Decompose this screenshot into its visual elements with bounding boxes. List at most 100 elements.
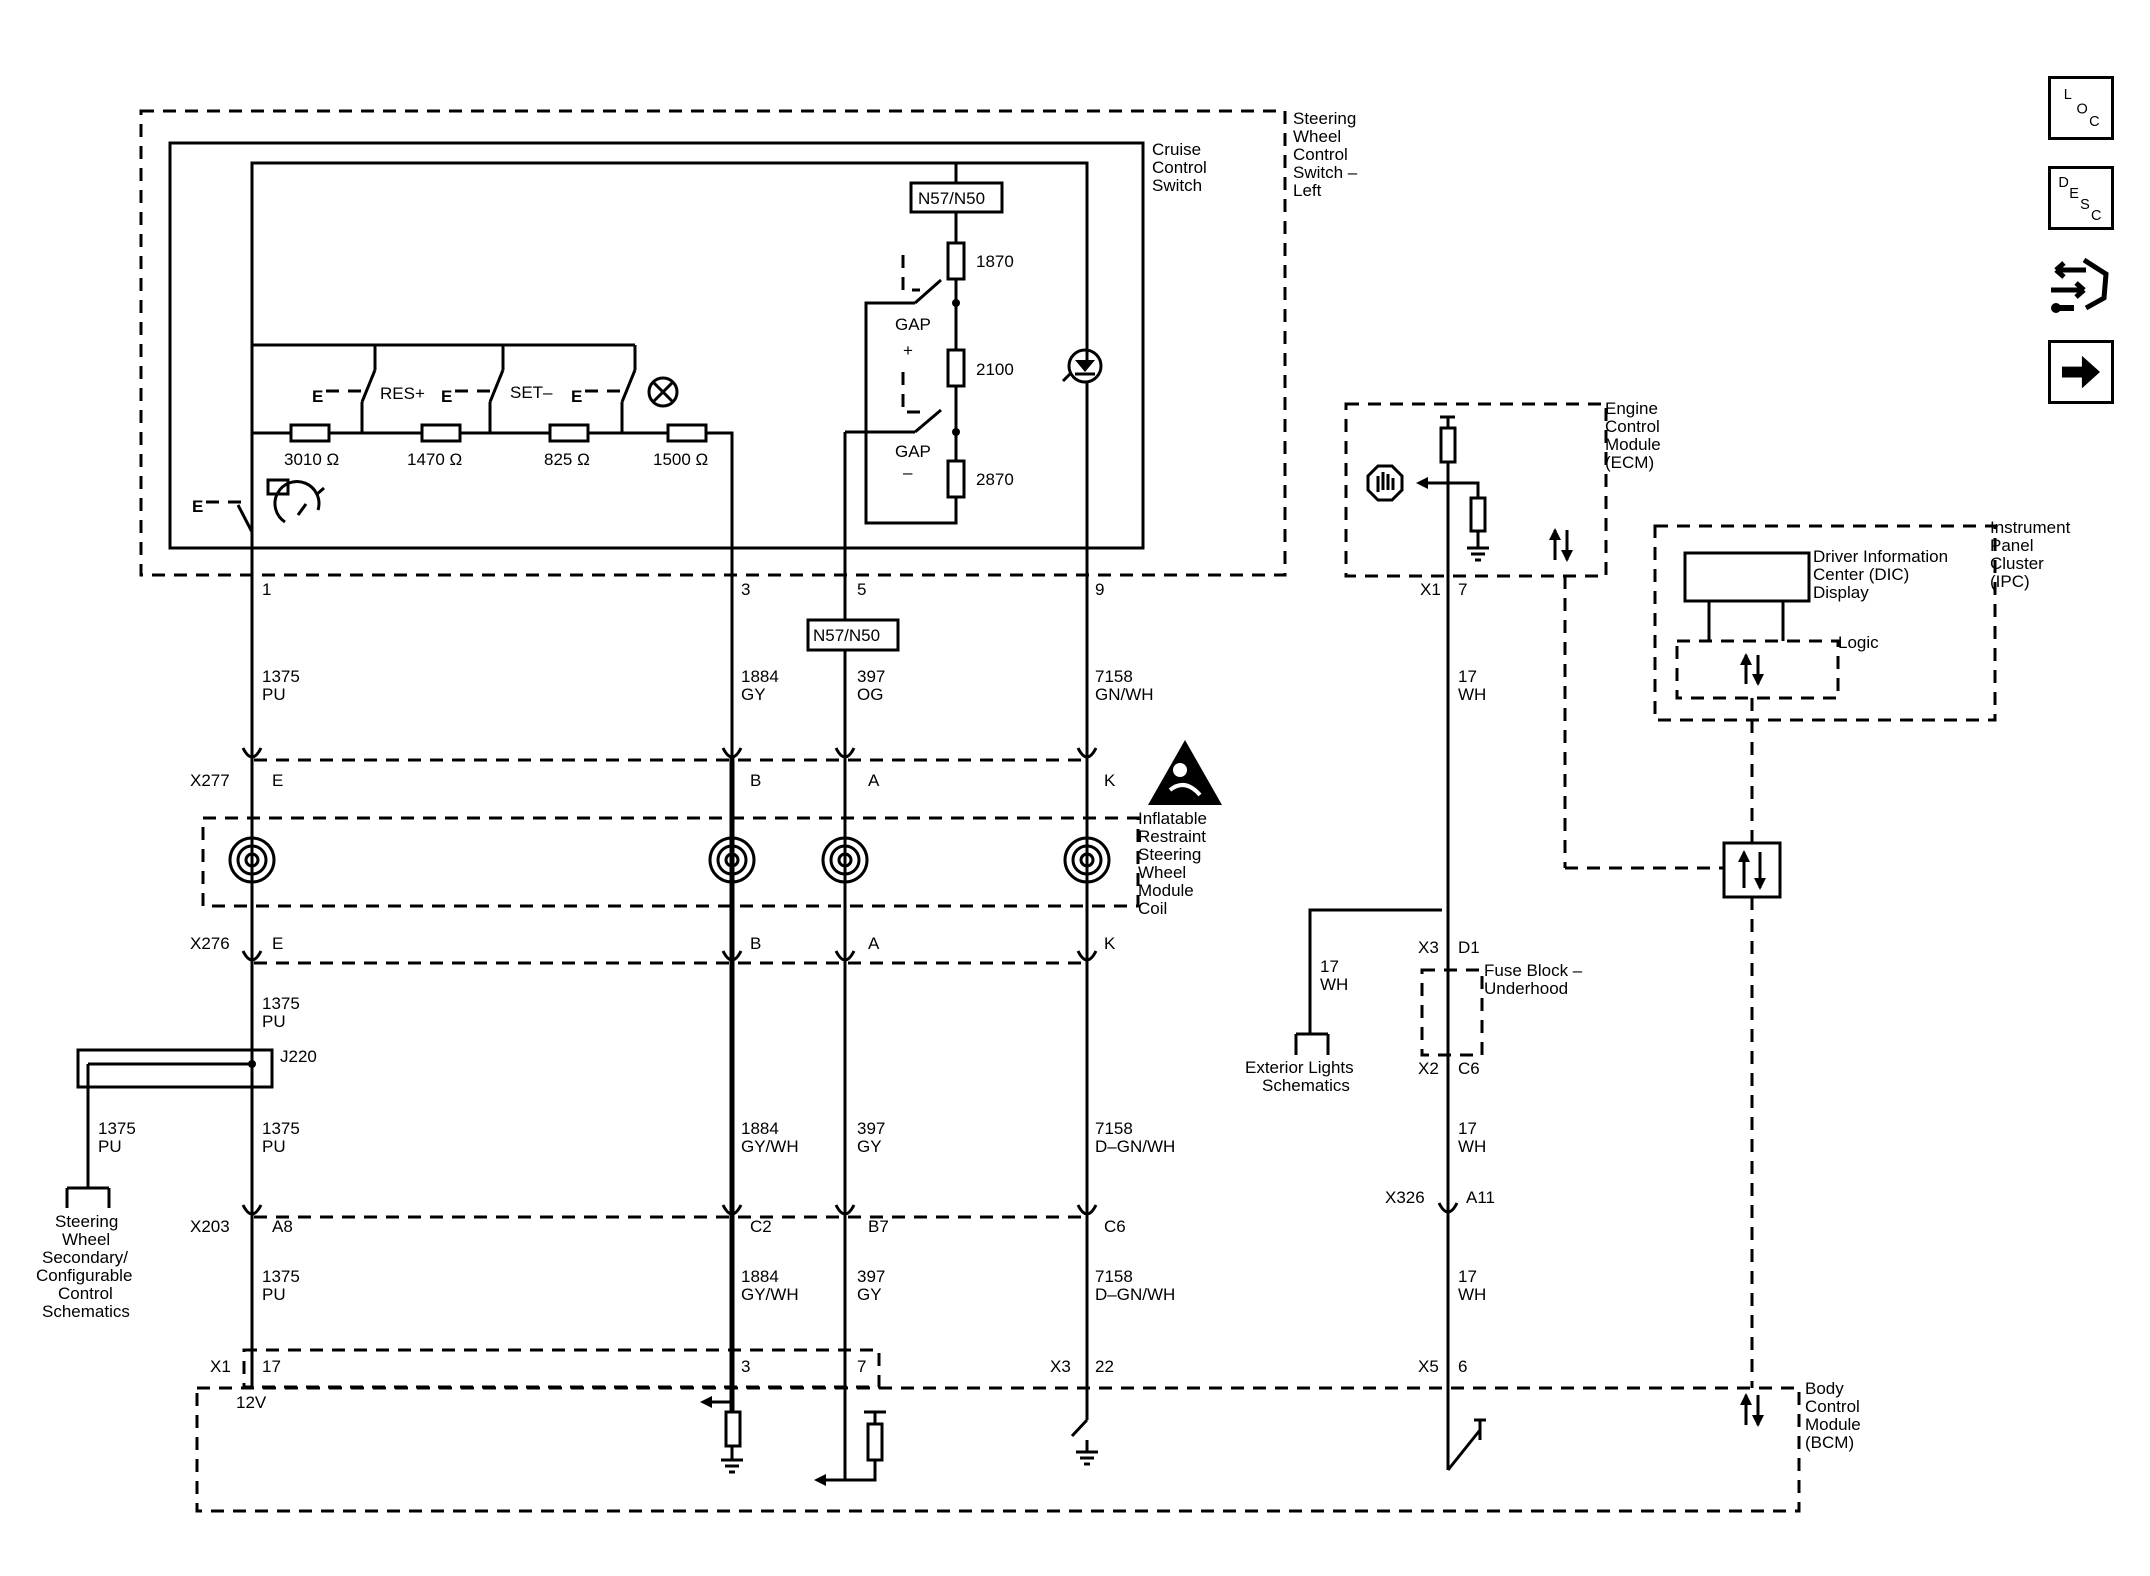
svg-text:C6: C6 <box>1104 1217 1126 1236</box>
svg-text:7158: 7158 <box>1095 1119 1133 1138</box>
svg-text:1375: 1375 <box>262 667 300 686</box>
svg-text:7158: 7158 <box>1095 1267 1133 1286</box>
svg-text:D1: D1 <box>1458 938 1480 957</box>
svg-text:C: C <box>2091 208 2101 224</box>
cruise-control-switch-boundary <box>168 141 1145 550</box>
exterior-lights-label: Exterior Lights <box>1245 1058 1354 1077</box>
svg-text:O: O <box>2076 101 2087 117</box>
svg-text:Control: Control <box>58 1284 113 1303</box>
svg-text:17: 17 <box>1458 1267 1477 1286</box>
svg-text:–: – <box>903 463 913 482</box>
svg-text:Center (DIC): Center (DIC) <box>1813 565 1909 584</box>
svg-text:C6: C6 <box>1458 1059 1480 1078</box>
svg-text:N57/N50: N57/N50 <box>918 189 985 208</box>
svg-text:WH: WH <box>1458 1137 1486 1156</box>
res-switch <box>360 369 377 403</box>
svg-text:GY/WH: GY/WH <box>741 1285 799 1304</box>
svg-text:Switch –: Switch – <box>1293 163 1358 182</box>
svg-text:Restraint: Restraint <box>1138 827 1206 846</box>
location-nav-button[interactable]: L O C <box>2048 76 2114 140</box>
svg-text:D: D <box>2058 175 2068 191</box>
svg-text:397: 397 <box>857 1119 885 1138</box>
svg-text:1375: 1375 <box>262 994 300 1013</box>
svg-text:A8: A8 <box>272 1217 293 1236</box>
svg-text:Control: Control <box>1152 158 1207 177</box>
svg-text:1375: 1375 <box>262 1267 300 1286</box>
ipc-boundary <box>1653 524 1997 722</box>
svg-text:X277: X277 <box>190 771 230 790</box>
bcm-boundary <box>195 1386 1801 1513</box>
svg-text:WH: WH <box>1320 975 1348 994</box>
svg-text:GY: GY <box>857 1137 882 1156</box>
svg-text:B: B <box>750 934 761 953</box>
svg-text:E: E <box>2069 186 2079 202</box>
next-page-button[interactable] <box>2048 340 2114 404</box>
svg-text:D–GN/WH: D–GN/WH <box>1095 1137 1175 1156</box>
arrow-right-icon <box>2061 355 2101 389</box>
svg-text:(BCM): (BCM) <box>1805 1433 1854 1452</box>
svg-text:A: A <box>868 771 880 790</box>
swc-left-label: Steering <box>1293 109 1356 128</box>
data-arrows-icon-ipc <box>1740 653 1764 686</box>
svg-text:A11: A11 <box>1466 1188 1495 1207</box>
serial-data-junction <box>1722 841 1782 899</box>
svg-text:17: 17 <box>1458 667 1477 686</box>
dic-label: Driver Information <box>1813 547 1948 566</box>
svg-text:E: E <box>312 387 323 406</box>
data-arrows-icon-ecm <box>1549 528 1573 562</box>
cancel-switch <box>620 369 637 403</box>
svg-text:C2: C2 <box>750 1217 772 1236</box>
ipc-label: Instrument <box>1990 518 2071 537</box>
svg-text:Module: Module <box>1605 435 1661 454</box>
svg-text:Secondary/: Secondary/ <box>42 1248 128 1267</box>
svg-text:N57/N50: N57/N50 <box>813 626 880 645</box>
svg-text:2100: 2100 <box>976 360 1014 379</box>
svg-text:J220: J220 <box>280 1047 317 1066</box>
svg-text:WH: WH <box>1458 685 1486 704</box>
svg-text:Switch: Switch <box>1152 176 1202 195</box>
dic-display <box>1683 551 1811 603</box>
svg-text:Coil: Coil <box>1138 899 1167 918</box>
sw-secondary-label: Steering <box>55 1212 118 1231</box>
svg-text:E: E <box>192 497 203 516</box>
svg-text:5: 5 <box>857 580 866 599</box>
svg-text:1870: 1870 <box>976 252 1014 271</box>
svg-text:3010 Ω: 3010 Ω <box>284 450 339 469</box>
svg-text:3: 3 <box>741 580 750 599</box>
svg-text:X326: X326 <box>1385 1188 1425 1207</box>
connector-arrows-icon <box>2051 257 2109 313</box>
svg-text:X3: X3 <box>1050 1357 1071 1376</box>
svg-text:GAP: GAP <box>895 442 931 461</box>
svg-text:Left: Left <box>1293 181 1322 200</box>
svg-text:17: 17 <box>1458 1119 1477 1138</box>
svg-text:1: 1 <box>262 580 271 599</box>
description-nav-button[interactable]: D E S C <box>2048 166 2114 230</box>
svg-text:1375: 1375 <box>98 1119 136 1138</box>
logic-label: Logic <box>1838 633 1879 652</box>
svg-text:C: C <box>2089 114 2099 130</box>
svg-text:GY/WH: GY/WH <box>741 1137 799 1156</box>
svg-text:Wheel: Wheel <box>62 1230 110 1249</box>
svg-text:Steering: Steering <box>1138 845 1201 864</box>
svg-text:X1: X1 <box>1420 580 1441 599</box>
svg-text:E: E <box>272 934 283 953</box>
svg-text:17: 17 <box>262 1357 281 1376</box>
svg-text:Module: Module <box>1138 881 1194 900</box>
svg-text:7158: 7158 <box>1095 667 1133 686</box>
svg-text:X203: X203 <box>190 1217 230 1236</box>
data-arrows-icon-bcm <box>1740 1393 1764 1427</box>
svg-text:397: 397 <box>857 667 885 686</box>
svg-text:K: K <box>1104 771 1116 790</box>
svg-text:Cluster: Cluster <box>1990 554 2044 573</box>
svg-text:Schematics: Schematics <box>42 1302 130 1321</box>
svg-text:GY: GY <box>741 685 766 704</box>
svg-text:L: L <box>2064 87 2072 103</box>
cruise-switch-label: Cruise <box>1152 140 1201 159</box>
fuse-block-boundary <box>1420 968 1484 1057</box>
diagnostic-connector-button[interactable] <box>2046 250 2116 320</box>
svg-text:Module: Module <box>1805 1415 1861 1434</box>
svg-text:1884: 1884 <box>741 1267 779 1286</box>
svg-text:Underhood: Underhood <box>1484 979 1568 998</box>
stop-hand-icon <box>1366 464 1404 502</box>
svg-text:7: 7 <box>857 1357 866 1376</box>
